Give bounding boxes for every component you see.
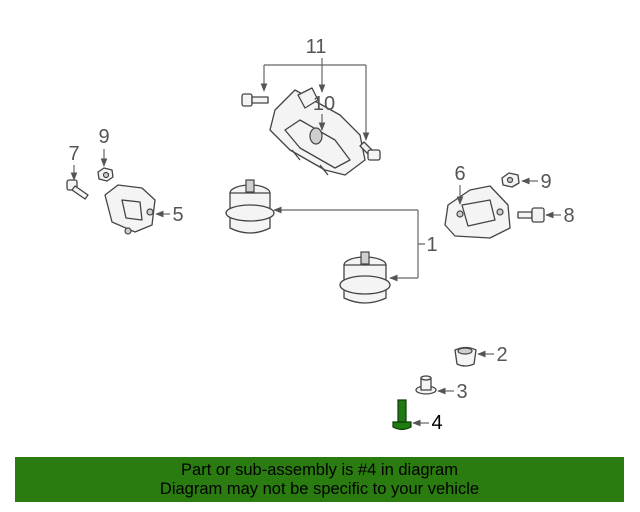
callout-3: 3 — [456, 381, 467, 403]
callout-4: 4 — [431, 412, 442, 434]
part-4-bolt-highlighted[interactable] — [392, 399, 412, 431]
callout-10: 10 — [313, 93, 335, 115]
part-6-bracket[interactable] — [444, 185, 511, 239]
part-10-mount-bracket[interactable] — [269, 87, 366, 176]
banner-line-disclaimer: Diagram may not be specific to your vehi… — [159, 480, 480, 498]
banner-line-part: Part or sub-assembly is #4 in diagram — [181, 461, 458, 479]
part-3-collar[interactable] — [415, 375, 437, 395]
callout-9-right: 9 — [540, 171, 551, 193]
part-11-bolt-left[interactable] — [241, 93, 269, 107]
callout-8: 8 — [563, 205, 574, 227]
callout-1: 1 — [426, 234, 437, 256]
part-7-bolt[interactable] — [66, 179, 89, 200]
callout-11: 11 — [306, 36, 327, 58]
callout-5: 5 — [172, 204, 183, 226]
part-1-engine-mount-upper[interactable] — [225, 179, 275, 234]
callout-9-left: 9 — [98, 126, 109, 148]
part-2-bushing[interactable] — [454, 346, 477, 367]
part-1-engine-mount-lower[interactable] — [339, 251, 391, 304]
diagram-notice-banner: Part or sub-assembly is #4 in diagram Di… — [15, 457, 624, 502]
part-5-bracket[interactable] — [104, 184, 156, 235]
part-9-nut-left[interactable] — [97, 167, 114, 182]
part-9-nut-right[interactable] — [501, 172, 520, 188]
part-8-bolt[interactable] — [517, 207, 545, 223]
callout-2: 2 — [496, 344, 507, 366]
callout-7: 7 — [68, 143, 79, 165]
callout-6: 6 — [454, 163, 465, 185]
parts-diagram: 11 10 7 9 5 1 — [66, 36, 575, 434]
part-11-bolt-right[interactable] — [359, 141, 381, 161]
